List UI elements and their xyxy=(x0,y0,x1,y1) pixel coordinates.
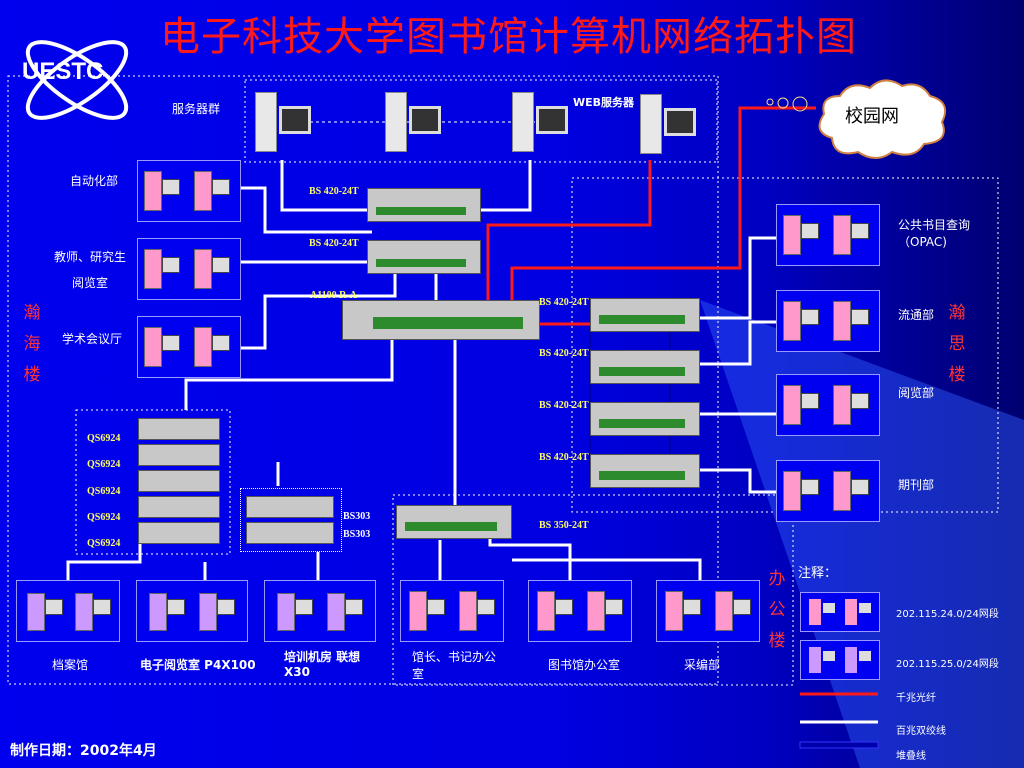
lib-office-pc-group[interactable] xyxy=(528,580,632,642)
teacher-label-2: 阅览室 xyxy=(72,276,109,290)
server-icon[interactable] xyxy=(385,92,441,152)
legend-stack: 堆叠线 xyxy=(896,751,926,762)
switch-label: BS 420-24T xyxy=(539,400,589,411)
bs303-label: BS303 xyxy=(343,529,371,540)
switch-bs303-a[interactable] xyxy=(246,496,334,518)
building-office: 办公楼 xyxy=(768,569,786,651)
switch-bs420-r2[interactable] xyxy=(590,350,700,384)
director-label: 馆长、书记办公室 xyxy=(412,650,497,681)
building-hanhai: 瀚海楼 xyxy=(23,303,41,385)
uestc-logo: UESTC xyxy=(12,8,142,138)
periodicals-label: 期刊部 xyxy=(898,478,935,492)
switch-label: BS 420-24T xyxy=(539,452,589,463)
qs-label: QS6924 xyxy=(87,512,121,523)
e-reading-label: 电子阅览室 P4X100 xyxy=(140,658,256,672)
core-switch-a1100[interactable] xyxy=(342,300,540,340)
legend-net2: 202.115.25.0/24网段 xyxy=(896,659,999,670)
teacher-label-1: 教师、研究生 xyxy=(54,250,127,264)
server-group-label: 服务器群 xyxy=(172,102,221,116)
legend-title: 注释： xyxy=(798,566,838,581)
campus-network-label[interactable]: 校园网 xyxy=(845,106,899,127)
qs-label: QS6924 xyxy=(87,486,121,497)
legend-net1: 202.115.24.0/24网段 xyxy=(896,609,999,620)
lib-office-label: 图书馆办公室 xyxy=(548,658,621,672)
e-reading-pc-group[interactable] xyxy=(136,580,248,642)
server-icon[interactable] xyxy=(255,92,311,152)
legend-twisted: 百兆双绞线 xyxy=(896,726,946,737)
circulation-pc-group[interactable] xyxy=(776,290,880,352)
legend-net2-icon xyxy=(800,640,880,680)
switch-bs420-2[interactable] xyxy=(367,240,481,274)
cataloging-label: 采编部 xyxy=(684,658,721,672)
qs6924-stack[interactable] xyxy=(138,418,220,548)
training-label: 培训机房 联想X30 xyxy=(284,650,361,679)
switch-label: BS 420-24T xyxy=(539,348,589,359)
switch-label: BS 420-24T xyxy=(309,238,359,249)
qs-label: QS6924 xyxy=(87,459,121,470)
bs303-group xyxy=(240,488,342,552)
switch-label: BS 420-24T xyxy=(309,186,359,197)
web-server-icon[interactable] xyxy=(640,94,696,154)
archive-pc-group[interactable] xyxy=(16,580,120,642)
qs-label: QS6924 xyxy=(87,538,121,549)
automation-pc-group[interactable] xyxy=(137,160,241,222)
footer-date: 制作日期：2002年4月 xyxy=(10,743,157,759)
bs303-label: BS303 xyxy=(343,511,371,522)
switch-bs420-1[interactable] xyxy=(367,188,481,222)
switch-bs420-r1[interactable] xyxy=(590,298,700,332)
circulation-label: 流通部 xyxy=(898,308,935,322)
opac-pc-group[interactable] xyxy=(776,204,880,266)
archive-label: 档案馆 xyxy=(52,658,89,672)
logo-text: UESTC xyxy=(22,58,104,85)
reading-pc-group[interactable] xyxy=(776,374,880,436)
web-server-label: WEB服务器 xyxy=(573,96,635,109)
server-icon[interactable] xyxy=(512,92,568,152)
academic-pc-group[interactable] xyxy=(137,316,241,378)
switch-bs420-r4[interactable] xyxy=(590,454,700,488)
switch-label: BS 420-24T xyxy=(539,297,589,308)
academic-label: 学术会议厅 xyxy=(62,332,123,346)
legend-fiber: 千兆光纤 xyxy=(896,693,936,704)
teacher-pc-group[interactable] xyxy=(137,238,241,300)
switch-bs350[interactable] xyxy=(396,505,512,539)
training-pc-group[interactable] xyxy=(264,580,376,642)
cataloging-pc-group[interactable] xyxy=(656,580,760,642)
core-switch-label: A1100 R-A xyxy=(310,290,357,301)
qs-label: QS6924 xyxy=(87,433,121,444)
legend-net1-icon xyxy=(800,592,880,632)
periodicals-pc-group[interactable] xyxy=(776,460,880,522)
switch-bs420-r3[interactable] xyxy=(590,402,700,436)
building-hansi: 瀚思楼 xyxy=(948,303,966,385)
page-title: 电子科技大学图书馆计算机网络拓扑图 xyxy=(160,14,857,60)
switch-label: BS 350-24T xyxy=(539,520,589,531)
opac-label: 公共书目查询（OPAC) xyxy=(898,218,971,249)
reading-label: 阅览部 xyxy=(898,386,935,400)
director-pc-group[interactable] xyxy=(400,580,504,642)
switch-bs303-b[interactable] xyxy=(246,522,334,544)
automation-label: 自动化部 xyxy=(70,174,119,188)
